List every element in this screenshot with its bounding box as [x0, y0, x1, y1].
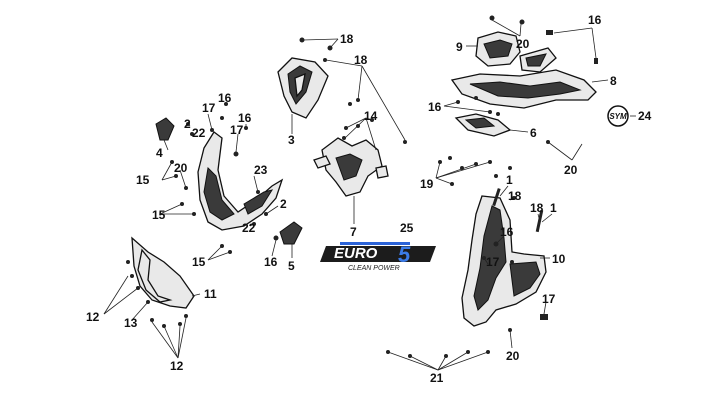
callout-1: 1	[550, 201, 557, 215]
callout-4: 4	[156, 146, 163, 160]
euro-logo-text: EURO	[334, 245, 378, 262]
callout-16: 16	[218, 91, 232, 105]
leader-lines	[103, 19, 636, 371]
callout-8: 8	[610, 74, 617, 88]
callout-13: 13	[124, 316, 138, 330]
callout-2: 2	[184, 117, 191, 131]
euro-logo-digit: 5	[398, 242, 411, 267]
part-small-bracket	[155, 117, 175, 141]
callout-14: 14	[364, 109, 378, 123]
callout-numbers: 18 18 3 14 7 9 20 16 8 16 6 24 20 19 17 …	[86, 13, 652, 385]
callout-20: 20	[174, 161, 188, 175]
callout-12: 12	[170, 359, 184, 373]
callout-11: 11	[204, 287, 217, 301]
callout-16: 16	[238, 111, 252, 125]
part-upper-cover	[277, 57, 329, 119]
part-inner-bracket	[313, 137, 389, 197]
part-meter-housing	[475, 31, 521, 67]
callout-18: 18	[508, 189, 522, 203]
callout-16: 16	[264, 255, 278, 269]
callout-22: 22	[192, 126, 206, 140]
part-front-cover	[461, 195, 547, 327]
callout-6: 6	[530, 126, 537, 140]
callout-18: 18	[530, 201, 544, 215]
euro-logo-subtitle: CLEAN POWER	[348, 265, 400, 272]
callout-17: 17	[202, 101, 216, 115]
callout-17: 17	[542, 292, 556, 306]
callout-15: 15	[192, 255, 206, 269]
callout-20: 20	[516, 37, 530, 51]
callout-15: 15	[152, 208, 166, 222]
callout-16: 16	[428, 100, 442, 114]
callout-18: 18	[340, 32, 354, 46]
part-frame-bracket	[450, 47, 597, 109]
euro5-logo: EURO 5 CLEAN POWER	[320, 242, 436, 272]
callout-17: 17	[230, 123, 244, 137]
sym-badge-icon: SYM	[607, 105, 629, 127]
callout-2: 2	[280, 197, 287, 211]
callout-19: 19	[420, 177, 434, 191]
callout-9: 9	[456, 40, 463, 54]
callout-23: 23	[254, 163, 268, 177]
callout-10: 10	[552, 252, 566, 266]
callout-16: 16	[588, 13, 602, 27]
callout-12: 12	[86, 310, 100, 324]
part-inner-panel	[197, 131, 284, 231]
callout-15: 15	[136, 173, 150, 187]
callout-17: 17	[486, 255, 500, 269]
callout-3: 3	[288, 133, 295, 147]
part-small-bracket-right	[279, 221, 303, 245]
part-lower-bracket	[454, 113, 512, 137]
callout-16: 16	[500, 225, 514, 239]
callout-20: 20	[506, 349, 520, 363]
callout-7: 7	[350, 225, 357, 239]
callout-24: 24	[638, 109, 652, 123]
callout-5: 5	[288, 259, 295, 273]
callout-20: 20	[564, 163, 578, 177]
callout-22: 22	[242, 221, 256, 235]
callout-18: 18	[354, 53, 368, 67]
callout-21: 21	[430, 371, 444, 385]
part-front-shield	[131, 236, 195, 309]
sym-badge-text: SYM	[609, 112, 627, 121]
callout-1: 1	[506, 173, 513, 187]
callout-25: 25	[400, 221, 414, 235]
